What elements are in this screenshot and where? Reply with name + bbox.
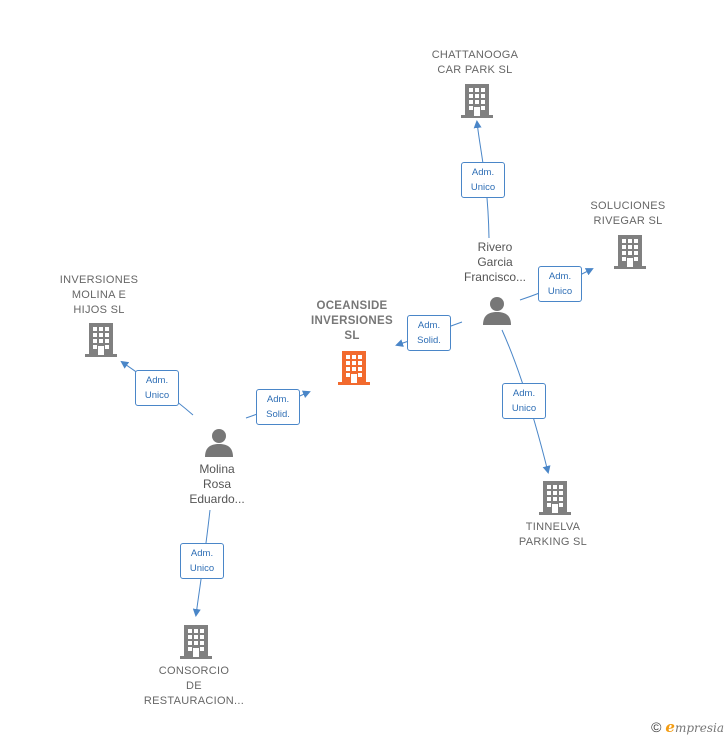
company-label-oceanside[interactable]: OCEANSIDE INVERSIONES SL bbox=[311, 300, 393, 342]
building-icon[interactable] bbox=[180, 625, 212, 659]
edge-badge-rivero-chattanooga: Adm. Unico bbox=[461, 162, 505, 198]
brand-name: mpresia bbox=[674, 721, 724, 735]
person-icon[interactable] bbox=[204, 427, 234, 457]
edge-badge-rivero-oceanside: Adm. Solid. bbox=[407, 315, 451, 351]
edge-badge-rivero-tinnelva: Adm. Unico bbox=[502, 383, 546, 419]
person-label-molina[interactable]: Molina Rosa Eduardo... bbox=[189, 462, 245, 506]
building-icon[interactable] bbox=[614, 235, 646, 269]
edge-badge-rivero-soluciones: Adm. Unico bbox=[538, 266, 582, 302]
person-icon[interactable] bbox=[482, 295, 512, 325]
copyright-symbol: © bbox=[651, 719, 662, 735]
company-label-soluciones[interactable]: SOLUCIONES RIVEGAR SL bbox=[590, 200, 666, 227]
company-label-inversiones-molina[interactable]: INVERSIONES MOLINA E HIJOS SL bbox=[59, 274, 139, 316]
edge-badge-molina-oceanside: Adm. Solid. bbox=[256, 389, 300, 425]
company-label-consorcio[interactable]: CONSORCIO DE RESTAURACION... bbox=[143, 665, 245, 707]
company-label-chattanooga[interactable]: CHATTANOOGA CAR PARK SL bbox=[431, 49, 519, 76]
person-label-rivero[interactable]: Rivero Garcia Francisco... bbox=[463, 240, 526, 284]
brand-logo: empresia bbox=[665, 718, 724, 736]
edge-badge-molina-inversiones: Adm. Unico bbox=[135, 370, 179, 406]
brand-initial: e bbox=[665, 718, 675, 736]
company-label-tinnelva[interactable]: TINNELVA PARKING SL bbox=[518, 521, 588, 548]
building-icon[interactable] bbox=[85, 323, 117, 357]
building-icon[interactable] bbox=[461, 84, 493, 118]
building-icon[interactable] bbox=[539, 481, 571, 515]
edge-badge-molina-consorcio: Adm. Unico bbox=[180, 543, 224, 579]
main-building-icon[interactable] bbox=[338, 351, 370, 385]
footer-brand: © empresia bbox=[651, 718, 724, 736]
